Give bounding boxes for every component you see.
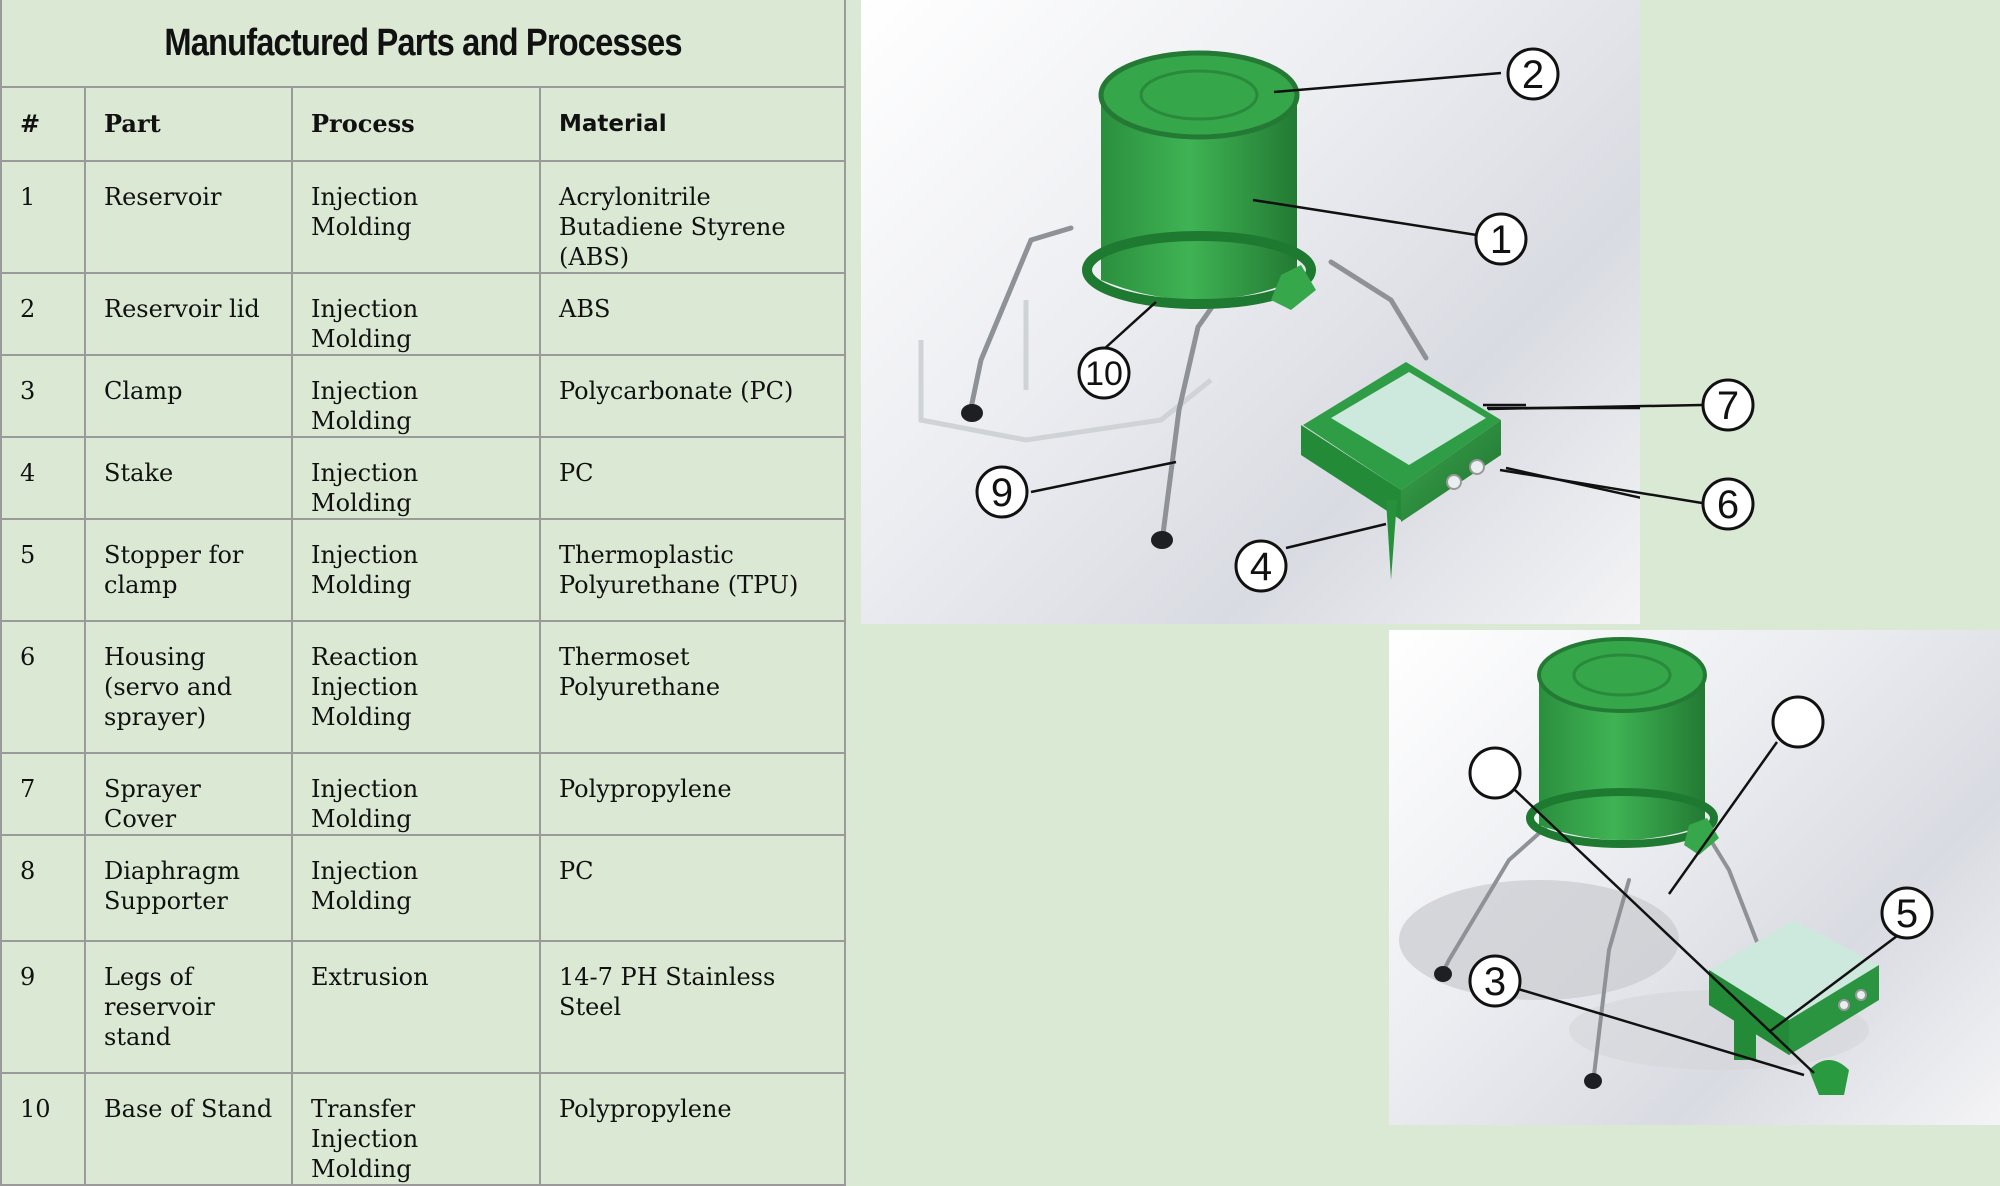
device-illustration-bottom <box>1399 637 1879 1095</box>
callout-1: 1 <box>1474 212 1528 266</box>
header-num: # <box>0 86 86 162</box>
row-part: Housing (servo and sprayer) <box>84 620 293 754</box>
row-process: Injection Molding <box>291 834 541 942</box>
callout-4-label: 4 <box>1250 545 1272 589</box>
row-material: ABS <box>538 272 847 356</box>
leg-foot <box>1584 1073 1602 1089</box>
row-process: Reaction Injection Molding <box>291 620 541 754</box>
row-process: Extrusion <box>291 940 541 1074</box>
callout-6-external: 6 <box>1701 477 1755 531</box>
table-title: Manufactured Parts and Processes <box>59 0 787 88</box>
header-process: Process <box>291 86 541 162</box>
callout-5-label: 5 <box>1896 892 1918 936</box>
callout-10: 10 <box>1077 346 1131 400</box>
reservoir <box>1526 637 1719 855</box>
header-row: # Part Process Material <box>0 86 847 162</box>
row-num: 7 <box>0 752 86 836</box>
title-row: Manufactured Parts and Processes <box>1 0 845 88</box>
header-material: Material <box>538 86 847 162</box>
callout-3 <box>1468 746 1522 800</box>
table-row: 6 Housing (servo and sprayer) Reaction I… <box>0 620 847 754</box>
callout-9: 9 <box>975 465 1029 519</box>
callout-10-label: 10 <box>1085 355 1123 393</box>
callout-7-label: 7 <box>1717 384 1739 428</box>
row-process: Injection Molding <box>291 160 541 274</box>
row-part: Sprayer Cover <box>84 752 293 836</box>
table-row: 7 Sprayer Cover Injection Molding Polypr… <box>0 752 847 836</box>
callout-4: 4 <box>1234 539 1288 593</box>
row-material: 14-7 PH Stainless Steel <box>538 940 847 1074</box>
row-part: Stake <box>84 436 293 520</box>
row-num: 3 <box>0 354 86 438</box>
row-num: 2 <box>0 272 86 356</box>
leader-lines <box>1496 741 1815 1074</box>
table-row: 2 Reservoir lid Injection Molding ABS <box>0 272 847 356</box>
row-num: 10 <box>0 1072 86 1186</box>
callout-5-marker: 5 <box>1880 886 1934 940</box>
row-num: 5 <box>0 518 86 622</box>
row-material: PC <box>538 834 847 942</box>
callout-5 <box>1771 695 1825 749</box>
callout-1-label: 1 <box>1490 218 1512 262</box>
row-part: Reservoir lid <box>84 272 293 356</box>
table-row: 4 Stake Injection Molding PC <box>0 436 847 520</box>
callout-2-label: 2 <box>1522 53 1544 97</box>
row-material: Thermoset Polyurethane <box>538 620 847 754</box>
row-process: Injection Molding <box>291 752 541 836</box>
callout-9-label: 9 <box>991 471 1013 515</box>
row-num: 8 <box>0 834 86 942</box>
parts-table: Manufactured Parts and Processes # Part … <box>0 0 847 1186</box>
row-part: Base of Stand <box>84 1072 293 1186</box>
bottom-leader-lines <box>1504 929 1906 1077</box>
row-process: Injection Molding <box>291 272 541 356</box>
reservoir <box>1082 50 1316 310</box>
callout-3-marker: 3 <box>1468 954 1522 1008</box>
table-row: 3 Clamp Injection Molding Polycarbonate … <box>0 354 847 438</box>
row-part: Clamp <box>84 354 293 438</box>
row-material: Polypropylene <box>538 1072 847 1186</box>
row-num: 1 <box>0 160 86 274</box>
sprayer-housing <box>1301 362 1501 580</box>
device-illustration-top: 1 2 4 9 10 <box>918 47 1640 593</box>
row-part: Diaphragm Supporter <box>84 834 293 942</box>
device-render-top: 1 2 4 9 10 <box>861 0 1640 624</box>
leader-lines <box>1030 71 1640 550</box>
row-material: Polycarbonate (PC) <box>538 354 847 438</box>
leg-foot <box>961 404 983 422</box>
row-part: Reservoir <box>84 160 293 274</box>
table-row: 5 Stopper for clamp Injection Molding Th… <box>0 518 847 622</box>
clamp <box>1809 1060 1849 1095</box>
table-row: 10 Base of Stand Transfer Injection Mold… <box>0 1072 847 1186</box>
row-material: Thermoplastic Polyurethane (TPU) <box>538 518 847 622</box>
row-part: Stopper for clamp <box>84 518 293 622</box>
row-process: Injection Molding <box>291 436 541 520</box>
ground-shadow <box>1399 880 1679 1000</box>
row-material: Acrylonitrile Butadiene Styrene (ABS) <box>538 160 847 274</box>
external-callouts: 7 6 <box>1487 378 1755 531</box>
row-part: Legs of reservoir stand <box>84 940 293 1074</box>
row-num: 9 <box>0 940 86 1074</box>
external-leader-lines <box>1487 403 1703 505</box>
table-row: 1 Reservoir Injection Molding Acrylonitr… <box>0 160 847 274</box>
row-num: 6 <box>0 620 86 754</box>
callout-2: 2 <box>1506 47 1560 101</box>
row-num: 4 <box>0 436 86 520</box>
row-process: Transfer Injection Molding <box>291 1072 541 1186</box>
bottom-callouts-overlay: 3 5 <box>1468 886 1934 1077</box>
leg-foot <box>1434 966 1452 982</box>
header-part: Part <box>84 86 293 162</box>
callout-3-label: 3 <box>1484 960 1506 1004</box>
callout-7-external: 7 <box>1701 378 1755 432</box>
leg-foot <box>1151 531 1173 549</box>
callout-6-label: 6 <box>1717 483 1739 527</box>
table-row: 9 Legs of reservoir stand Extrusion 14-7… <box>0 940 847 1074</box>
row-material: Polypropylene <box>538 752 847 836</box>
table-row: 8 Diaphragm Supporter Injection Molding … <box>0 834 847 942</box>
row-process: Injection Molding <box>291 518 541 622</box>
row-process: Injection Molding <box>291 354 541 438</box>
row-material: PC <box>538 436 847 520</box>
